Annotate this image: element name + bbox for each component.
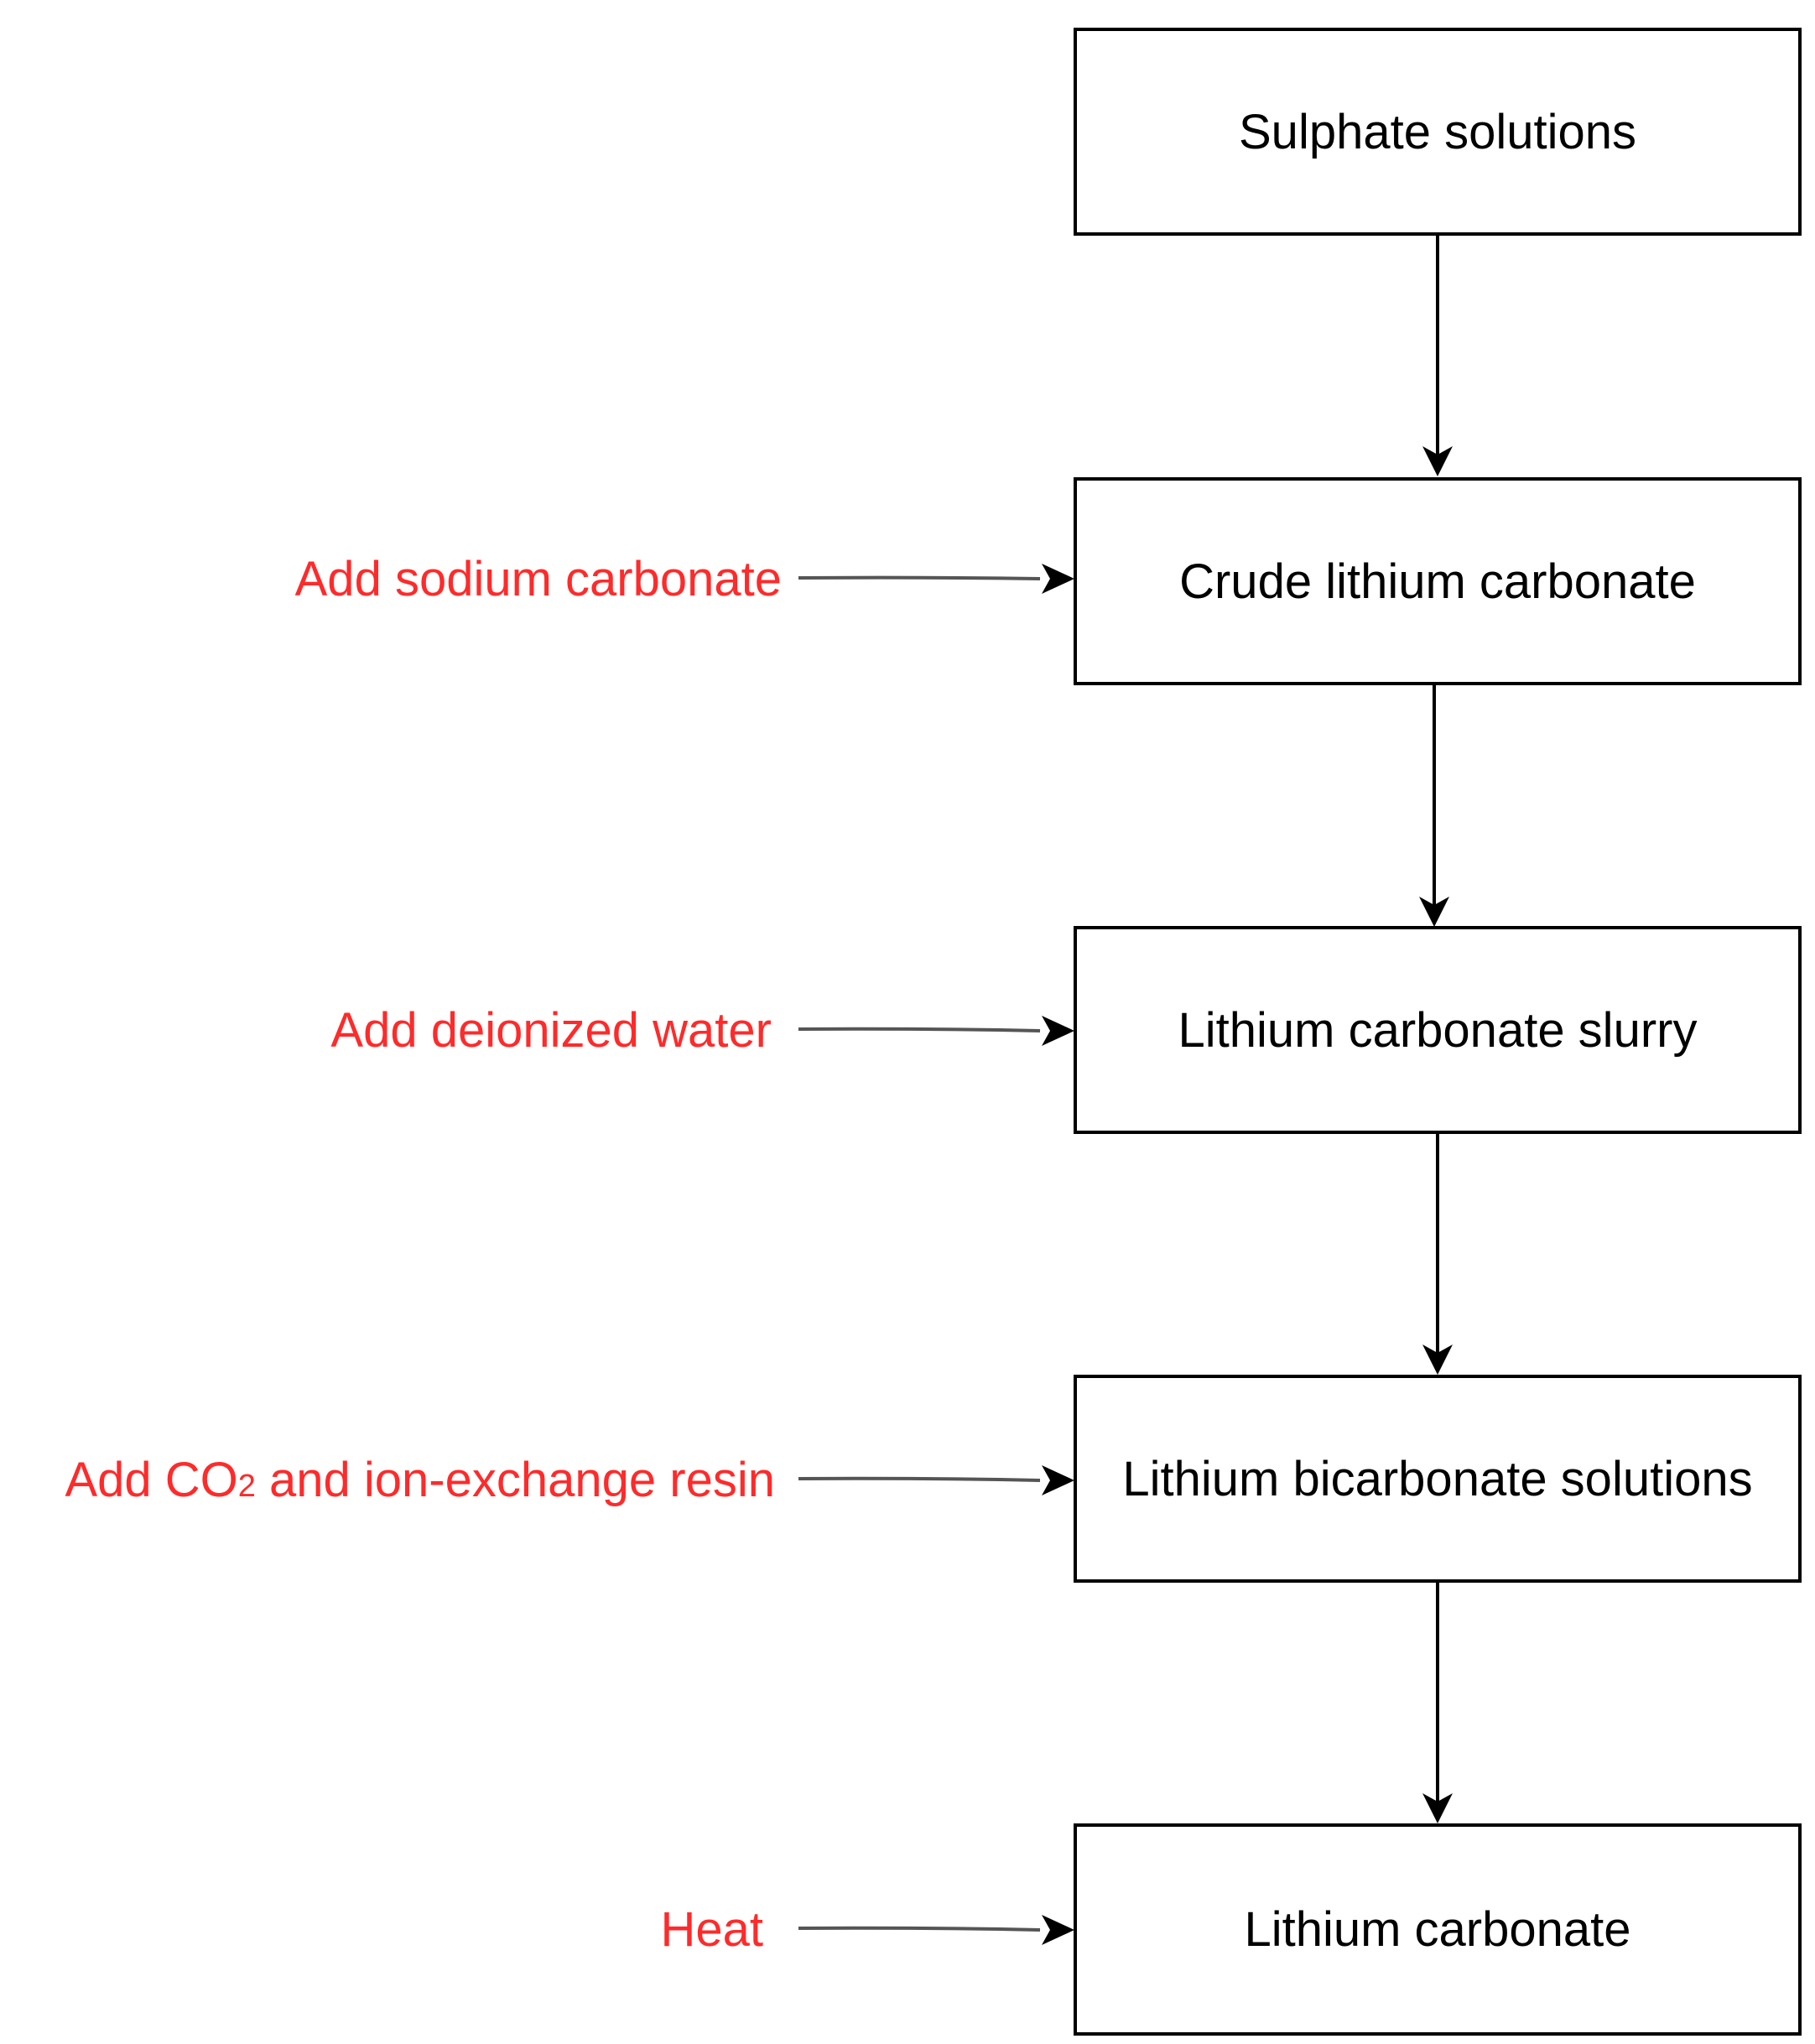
flow-arrow-3 [1422, 1132, 1453, 1375]
step-box-crude-lithium-carbonate: Crude lithium carbonate [1074, 477, 1802, 685]
input-label-co2-resin: Add CO2 and ion-exchange resin [65, 1456, 775, 1505]
step-box-sulphate-solutions: Sulphate solutions [1074, 28, 1802, 236]
flow-arrow-1 [1422, 234, 1453, 476]
step-label: Sulphate solutions [1239, 104, 1636, 159]
co2-prefix: Add CO [65, 1453, 238, 1507]
co2-suffix: and ion-exchange resin [255, 1453, 775, 1507]
step-box-lithium-carbonate-slurry: Lithium carbonate slurry [1074, 926, 1802, 1134]
step-label: Lithium bicarbonate solutions [1122, 1451, 1753, 1506]
step-label: Lithium carbonate [1244, 1902, 1631, 1957]
flow-arrow-2 [1419, 684, 1449, 927]
input-label-heat: Heat [660, 1902, 763, 1957]
flow-arrow-4 [1422, 1582, 1453, 1823]
input-arrow-deionized-water [798, 1016, 1074, 1046]
input-arrow-co2-resin [798, 1465, 1074, 1495]
input-label-deionized-water: Add deionized water [330, 1003, 772, 1058]
step-label: Crude lithium carbonate [1179, 554, 1696, 609]
input-arrow-heat [798, 1915, 1074, 1945]
step-box-lithium-bicarbonate-solutions: Lithium bicarbonate solutions [1074, 1375, 1802, 1583]
input-arrow-sodium-carbonate [798, 564, 1074, 594]
input-label-sodium-carbonate: Add sodium carbonate [294, 552, 782, 606]
step-box-lithium-carbonate: Lithium carbonate [1074, 1823, 1802, 2036]
step-label: Lithium carbonate slurry [1178, 1002, 1698, 1058]
co2-subscript: 2 [237, 1469, 256, 1504]
